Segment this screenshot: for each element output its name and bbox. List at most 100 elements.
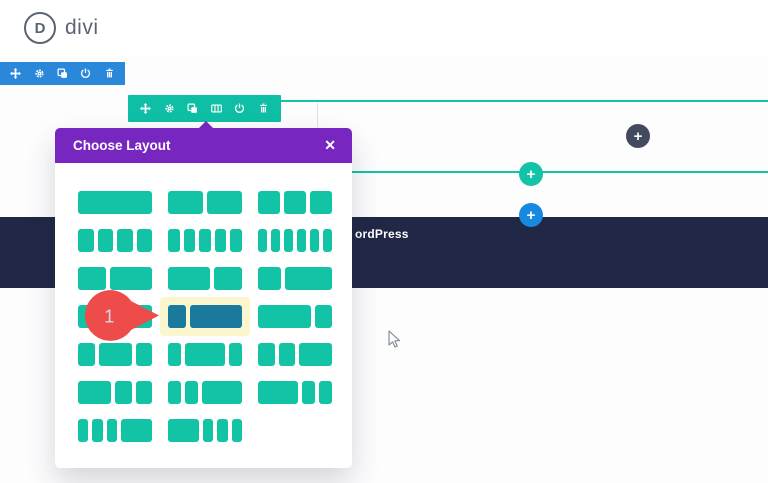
column-box	[202, 381, 242, 404]
column-box	[115, 381, 132, 404]
layout-option-thirds[interactable]	[258, 191, 332, 214]
column-box	[258, 381, 298, 404]
column-box	[228, 343, 242, 366]
mouse-cursor-icon	[388, 330, 402, 350]
column-box	[203, 419, 214, 442]
step-number: 1	[104, 305, 114, 326]
column-box	[92, 419, 103, 442]
section-top-border-line	[128, 100, 768, 102]
layout-option-1-4_1-4_1-2[interactable]	[258, 343, 332, 366]
modal-pointer-arrow	[198, 121, 214, 129]
layout-option-fifths[interactable]	[168, 229, 242, 252]
column-box	[135, 381, 152, 404]
layout-option-1-6_1-6_1-6_1-2[interactable]	[78, 419, 152, 442]
column-box	[189, 305, 242, 328]
layout-option-half-half[interactable]	[168, 191, 242, 214]
column-box	[97, 229, 113, 252]
partial-heading-text: ordPress	[355, 227, 409, 241]
section-toolbar	[0, 62, 125, 85]
add-section-button[interactable]: +	[519, 203, 543, 227]
gear-icon[interactable]	[32, 67, 46, 81]
add-module-button[interactable]: +	[626, 124, 650, 148]
layout-option-1-4_3-4[interactable]	[168, 305, 242, 328]
power-icon[interactable]	[233, 102, 247, 116]
modal-header: Choose Layout ✕	[55, 128, 352, 163]
layout-option-2-5_3-5[interactable]	[78, 267, 152, 290]
column-box	[78, 229, 94, 252]
layout-option-3-4_1-4[interactable]	[258, 305, 332, 328]
choose-layout-modal: Choose Layout ✕	[55, 121, 352, 468]
trash-icon[interactable]	[102, 67, 116, 81]
column-box	[136, 229, 152, 252]
layout-option-1-5_1-5_3-5[interactable]	[168, 381, 242, 404]
column-box	[185, 381, 199, 404]
move-icon[interactable]	[139, 102, 153, 116]
column-box	[297, 229, 306, 252]
column-box	[135, 343, 152, 366]
layout-option-full[interactable]	[78, 191, 152, 214]
move-icon[interactable]	[9, 67, 23, 81]
column-box	[301, 381, 315, 404]
close-icon[interactable]: ✕	[324, 137, 336, 153]
column-box	[98, 343, 132, 366]
layout-option-3-5_1-5_1-5[interactable]	[258, 381, 332, 404]
columns-icon[interactable]	[209, 102, 223, 116]
layout-option-sixths[interactable]	[258, 229, 332, 252]
column-box	[214, 229, 227, 252]
duplicate-icon[interactable]	[186, 102, 200, 116]
column-box	[214, 267, 242, 290]
column-box	[168, 343, 182, 366]
add-row-button[interactable]: +	[519, 162, 543, 186]
column-box	[78, 343, 95, 366]
column-divider-line	[317, 103, 318, 127]
modal-title: Choose Layout	[73, 138, 171, 153]
column-box	[78, 267, 106, 290]
column-box	[231, 419, 242, 442]
divi-logo-icon: D	[24, 12, 56, 44]
column-box	[258, 343, 275, 366]
column-box	[278, 343, 295, 366]
column-box	[271, 229, 280, 252]
column-box	[310, 191, 332, 214]
divi-logo-text: divi	[65, 16, 99, 39]
layout-option-1-2_1-6_1-6_1-6[interactable]	[168, 419, 242, 442]
column-box	[168, 191, 203, 214]
page-header: D divi	[0, 0, 768, 56]
column-box	[258, 267, 282, 290]
column-box	[106, 419, 117, 442]
column-box	[168, 419, 199, 442]
layout-option-1-2_1-4_1-4[interactable]	[78, 381, 152, 404]
column-box	[185, 343, 225, 366]
column-box	[314, 305, 332, 328]
trash-icon[interactable]	[256, 102, 270, 116]
column-box	[168, 381, 182, 404]
row-divider-line	[340, 171, 768, 173]
column-box	[217, 419, 228, 442]
column-box	[78, 191, 152, 214]
power-icon[interactable]	[79, 67, 93, 81]
column-box	[284, 191, 306, 214]
layout-option-fourths[interactable]	[78, 229, 152, 252]
column-box	[258, 305, 311, 328]
column-box	[284, 229, 293, 252]
layout-option-3-5_2-5[interactable]	[168, 267, 242, 290]
column-box	[168, 305, 186, 328]
column-box	[168, 229, 180, 252]
column-box	[110, 267, 152, 290]
column-box	[78, 381, 111, 404]
step-annotation-pin: 1	[84, 288, 160, 343]
column-box	[183, 229, 196, 252]
column-box	[323, 229, 332, 252]
duplicate-icon[interactable]	[55, 67, 69, 81]
layout-option-1-4_1-2_1-4[interactable]	[78, 343, 152, 366]
layout-option-1-3_2-3[interactable]	[258, 267, 332, 290]
column-box	[120, 419, 152, 442]
divi-logo: D divi	[24, 12, 99, 44]
column-box	[299, 343, 332, 366]
column-box	[318, 381, 332, 404]
row-toolbar	[128, 95, 281, 122]
gear-icon[interactable]	[162, 102, 176, 116]
column-box	[230, 229, 242, 252]
layout-option-1-5_3-5_1-5[interactable]	[168, 343, 242, 366]
column-box	[310, 229, 319, 252]
